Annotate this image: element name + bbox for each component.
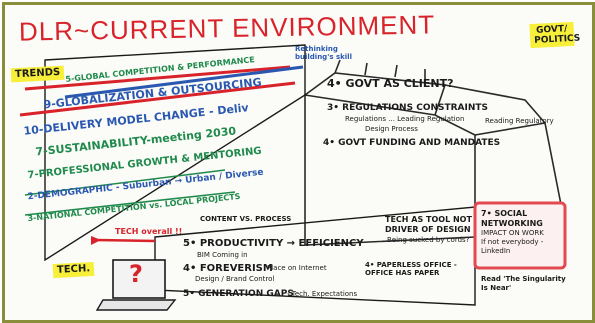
social-item: If not everybody - LinkedIn	[481, 238, 544, 255]
trends-note: TRENDS	[10, 65, 65, 83]
laptop-icon	[95, 259, 177, 311]
tech-mid: DRIVER OF DESIGN	[385, 225, 471, 234]
tech-note: TECH.	[52, 261, 95, 279]
content-label: CONTENT VS. PROCESS	[200, 215, 292, 223]
govt-sub: Regulations ... Leading Regulation	[345, 115, 465, 123]
govt-item: 4• GOVT FUNDING AND MANDATES	[323, 138, 501, 148]
sketch-canvas	[19, 44, 567, 311]
social-box	[473, 201, 567, 270]
govt-sub: Reading Regulatory	[485, 117, 554, 125]
govt-politics-note: GOVT/ POLITICS	[529, 21, 581, 49]
govt-item: 4• GOVT AS CLIENT?	[327, 77, 454, 90]
govt-item: 3• REGULATIONS CONSTRAINTS	[327, 103, 489, 113]
social-item: IMPACT ON WORK	[481, 229, 544, 237]
tech-sub: Place on Internet	[267, 264, 327, 272]
question-mark: ?	[129, 260, 143, 288]
tech-arrow	[94, 238, 156, 243]
trends-wedge	[44, 44, 306, 262]
tech-paper: 4• PAPERLESS OFFICE - OFFICE HAS PAPER	[365, 261, 457, 277]
tech-overall-label: TECH overall !!	[115, 227, 183, 236]
red-star	[91, 236, 101, 245]
green-underlines	[24, 169, 236, 216]
tech-sub: BIM Coming in	[197, 251, 248, 259]
social-list: 7• SOCIAL NETWORKING IMPACT ON WORK If n…	[481, 209, 561, 256]
tech-sub: - Tech. Expectations	[287, 290, 358, 298]
building-note: Rethinking building's skill	[295, 45, 352, 61]
tech-sub: Design / Brand Control	[195, 275, 275, 283]
tech-mid: TECH AS TOOL NOT	[385, 215, 472, 224]
tech-item: 4• FOREVERISM	[183, 263, 273, 274]
trend-highlights	[19, 65, 304, 117]
tech-item: 5• GENERATION GAPS	[183, 289, 294, 299]
tech-item: 5• PRODUCTIVITY → EFFICIENCY	[183, 238, 364, 249]
singularity-note: Read 'The Singularity Is Near'	[481, 275, 566, 292]
tech-mid: Being sucked by cords?	[387, 236, 470, 244]
govt-sub: Design Process	[365, 125, 418, 133]
government-building-drawing	[304, 59, 566, 246]
social-item: 7• SOCIAL NETWORKING	[481, 209, 543, 228]
